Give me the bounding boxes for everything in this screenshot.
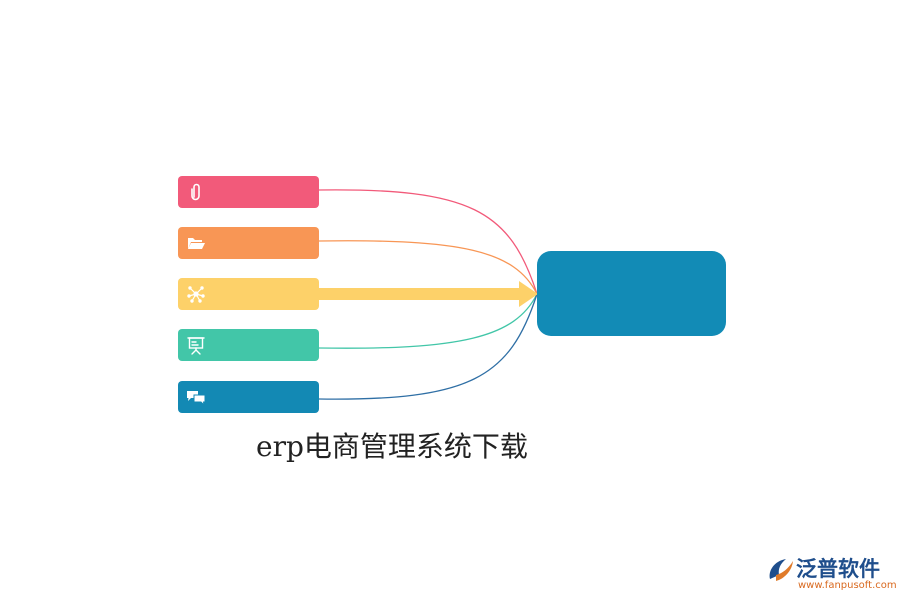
chat-bubbles-icon [187,391,206,407]
connector-line-1 [318,189,538,295]
logo-url: www.fanpusoft.com [798,580,897,591]
connector-line-5 [318,293,538,400]
item-bar-3 [178,278,319,310]
arrow-head [519,281,538,307]
paperclip-icon [191,183,200,201]
fanpu-logo-icon [769,559,793,581]
item-bar-5 [178,381,319,413]
brand-logo: 泛普软件 www.fanpusoft.com [766,553,897,593]
connector-line-4 [318,293,538,349]
hub-box [537,251,726,336]
item-bar-1 [178,176,319,208]
presentation-board-icon [187,337,205,355]
arrow-shaft [319,288,521,300]
connector-line-2 [318,240,538,295]
folder-icon [188,238,205,249]
logo-name: 泛普软件 [796,557,880,581]
diagram-title: erp电商管理系统下载 [256,430,528,463]
item-bar-2 [178,227,319,259]
item-bar-4 [178,329,319,361]
network-icon [187,286,205,303]
